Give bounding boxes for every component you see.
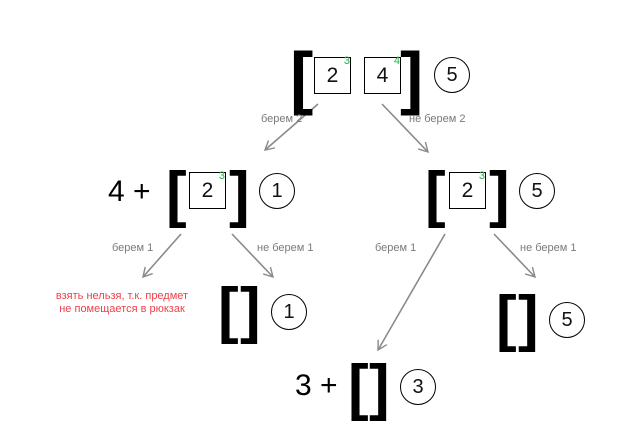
warning-line-1: взять нельзя, т.к. предмет xyxy=(55,290,189,302)
bottom-leaf-open-bracket: [ xyxy=(348,353,369,422)
edge-left-take-1-label: берем 1 xyxy=(112,242,154,254)
edge-left-skip-1-label: не берем 1 xyxy=(257,242,314,254)
root-open-bracket: [ xyxy=(290,38,314,116)
edge-take-2-label: берем 2 xyxy=(261,113,303,125)
right-item-1: 2 3 xyxy=(449,170,486,209)
left-node-prefix: 4 + xyxy=(108,175,151,208)
left-leaf-open-bracket: [ xyxy=(218,276,239,345)
edge-skip-2-label: не берем 2 xyxy=(409,113,466,125)
edge-left-take-1-arrow xyxy=(142,233,182,279)
edge-left-skip-1-arrow xyxy=(231,233,274,279)
left-item-1-value: 2 xyxy=(201,179,214,202)
left-item-1-weight: 3 xyxy=(218,170,225,182)
left-item-1: 2 3 xyxy=(189,170,226,209)
left-leaf-capacity: 1 xyxy=(271,294,307,330)
root-capacity: 5 xyxy=(434,57,470,93)
root-item-2: 4 4 xyxy=(364,55,401,94)
root-item-2-weight: 4 xyxy=(393,55,400,67)
left-leaf-close-bracket: ] xyxy=(240,276,261,345)
edge-right-skip-1-label: не берем 1 xyxy=(520,242,577,254)
root-item-1-value: 2 xyxy=(326,64,339,87)
edge-right-skip-1-arrow xyxy=(493,233,536,279)
right-leaf-capacity: 5 xyxy=(549,302,585,338)
right-item-1-weight: 3 xyxy=(478,170,485,182)
edge-right-take-1-label: берем 1 xyxy=(375,242,417,254)
right-leaf-open-bracket: [ xyxy=(496,284,517,353)
warning-line-2: не помещается в рюкзак xyxy=(59,303,185,315)
root-item-1-weight: 3 xyxy=(343,55,350,67)
right-close-bracket: ] xyxy=(489,160,510,229)
root-item-1: 2 3 xyxy=(314,55,351,94)
infeasible-warning: взять нельзя, т.к. предмет не помещается… xyxy=(44,290,200,316)
root-close-bracket: ] xyxy=(400,38,424,116)
edge-skip-2-arrow xyxy=(381,103,429,154)
left-node-capacity: 1 xyxy=(259,173,295,209)
bottom-leaf-capacity: 3 xyxy=(400,369,436,405)
bottom-leaf-close-bracket: ] xyxy=(369,353,390,422)
right-leaf-close-bracket: ] xyxy=(518,284,539,353)
right-open-bracket: [ xyxy=(425,160,446,229)
root-item-2-value: 4 xyxy=(376,64,389,87)
edge-right-take-1-arrow xyxy=(377,233,446,352)
right-item-1-value: 2 xyxy=(461,179,474,202)
left-close-bracket: ] xyxy=(229,160,250,229)
edge-take-2-arrow xyxy=(263,103,319,151)
bottom-leaf-prefix: 3 + xyxy=(295,369,338,402)
left-open-bracket: [ xyxy=(166,160,187,229)
right-node-capacity: 5 xyxy=(519,173,555,209)
